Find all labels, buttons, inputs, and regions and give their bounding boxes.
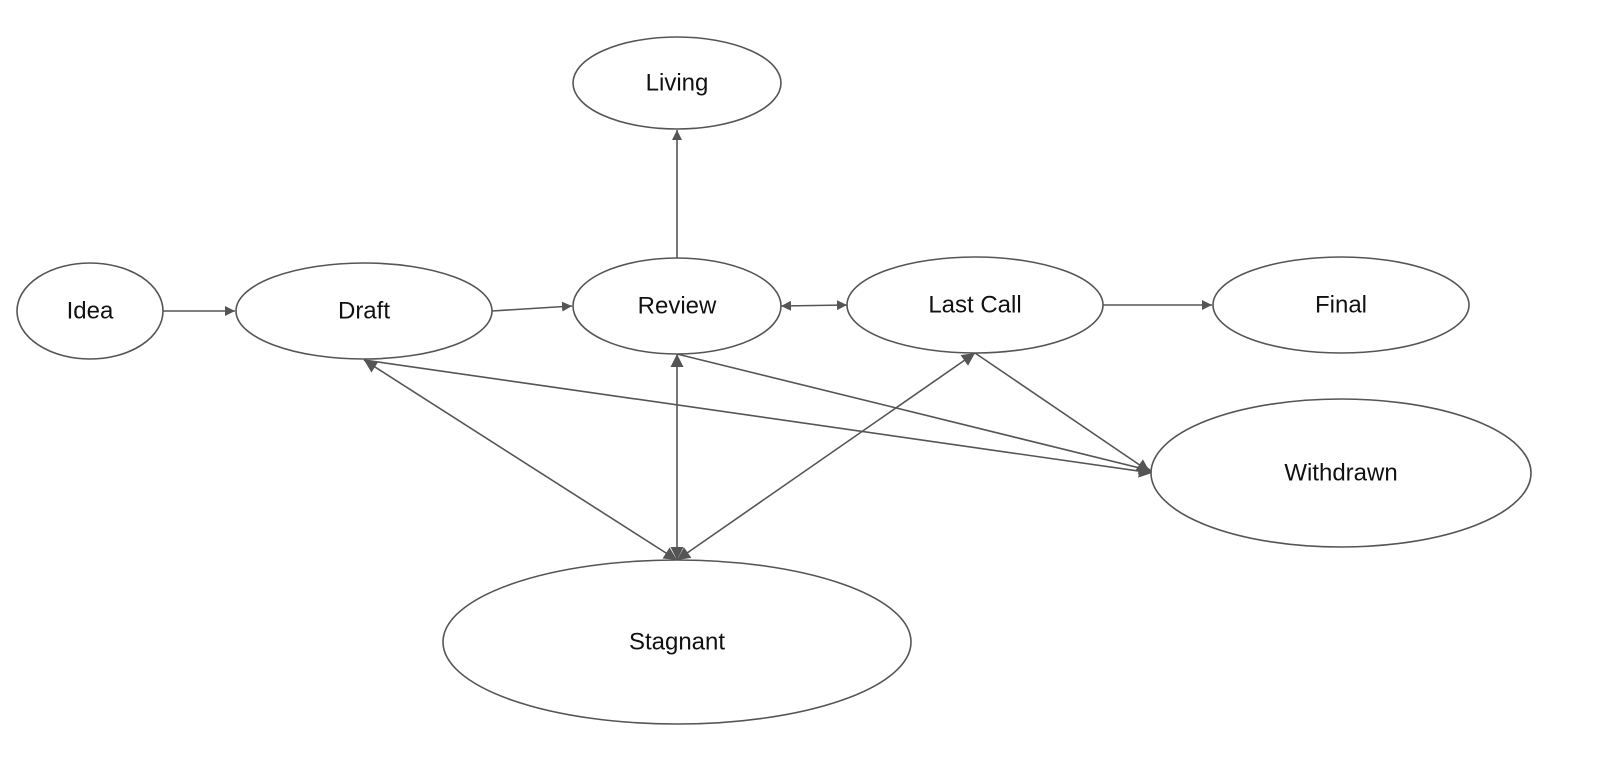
node-withdrawn: Withdrawn [1150, 398, 1532, 548]
node-living: Living [572, 36, 782, 130]
node-draft-ellipse [235, 262, 493, 360]
edge-draft-to-review [491, 301, 573, 312]
node-review: Review [572, 257, 782, 355]
edge-last-call-to-stagnant [676, 352, 976, 561]
node-stagnant: Stagnant [442, 559, 912, 725]
node-final-label: Final [1315, 292, 1367, 319]
node-living-ellipse [572, 36, 782, 130]
node-withdrawn-label: Withdrawn [1284, 460, 1397, 487]
node-review-ellipse [572, 257, 782, 355]
node-draft-label: Draft [338, 298, 390, 325]
node-stagnant-label: Stagnant [629, 629, 725, 656]
edge-draft-to-withdrawn [363, 359, 1153, 478]
node-last-call-label: Last Call [928, 292, 1021, 319]
node-final: Final [1212, 256, 1470, 354]
node-last-call-ellipse [846, 256, 1104, 354]
node-stagnant-ellipse [442, 559, 912, 725]
edge-draft-to-stagnant [363, 359, 678, 561]
node-review-label: Review [638, 293, 717, 320]
node-idea-ellipse [16, 262, 164, 360]
node-last-call: Last Call [846, 256, 1104, 354]
node-idea-label: Idea [67, 298, 114, 325]
node-idea: Idea [16, 262, 164, 360]
node-withdrawn-ellipse [1150, 398, 1532, 548]
node-final-ellipse [1212, 256, 1470, 354]
node-living-label: Living [646, 70, 709, 97]
edges-layer [163, 130, 1212, 561]
node-draft: Draft [235, 262, 493, 360]
edge-review-to-last-call [780, 300, 848, 311]
edge-review-to-withdrawn [676, 353, 1153, 475]
edge-last-call-to-withdrawn [974, 352, 1151, 473]
